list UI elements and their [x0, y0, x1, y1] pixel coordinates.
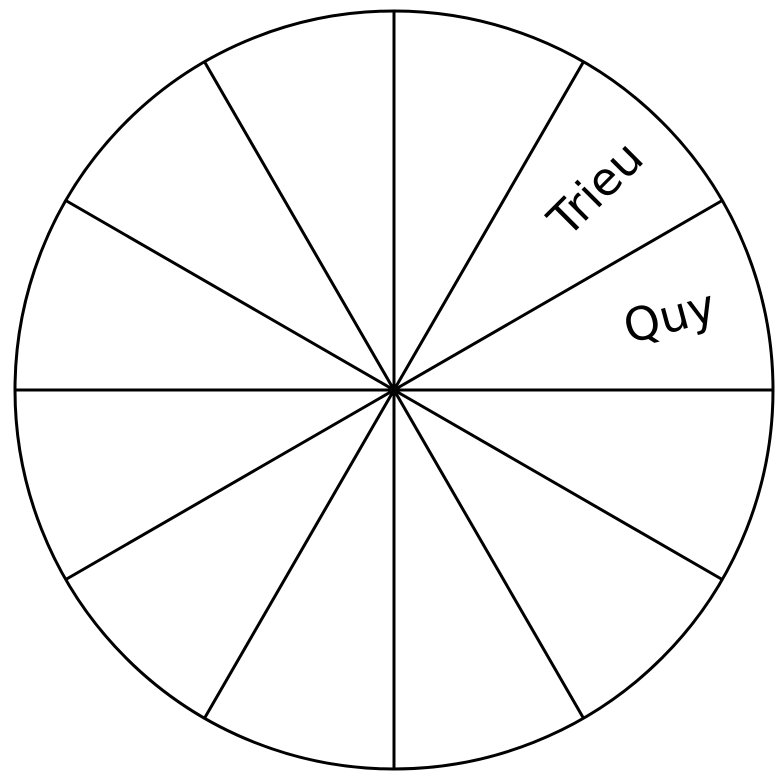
- wheel-spoke: [392, 61, 585, 391]
- wheel-spokes: [15, 11, 773, 769]
- wheel-spoke: [203, 61, 396, 391]
- wheel-spoke: [203, 389, 396, 719]
- wheel-spoke: [392, 389, 585, 719]
- wheel-spoke: [393, 199, 723, 392]
- wheel-spoke: [65, 388, 395, 581]
- wheel-spoke: [65, 199, 395, 392]
- wheel-spoke: [393, 388, 723, 581]
